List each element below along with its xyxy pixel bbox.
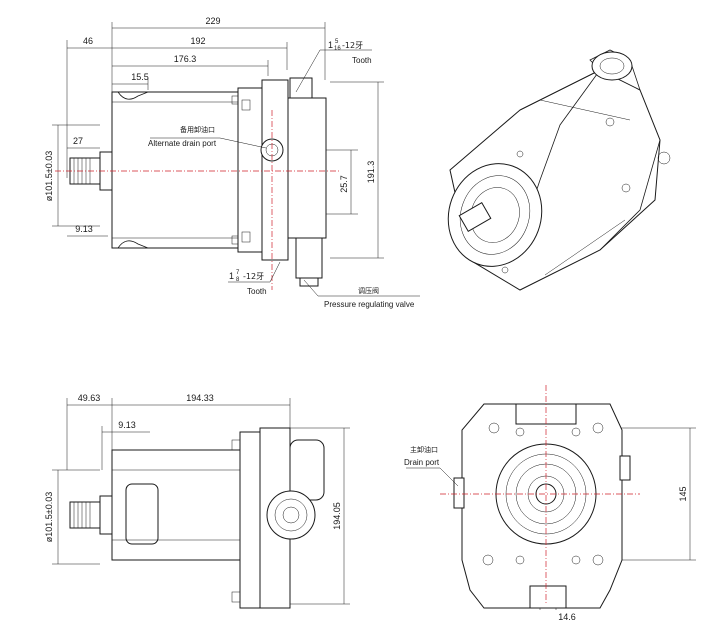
dim-shaft-diameter: ø101.5±0.03 (44, 151, 54, 201)
drain-label-en: Drain port (404, 458, 440, 467)
dim-port-offset: 25.7 (339, 175, 349, 193)
pressure-valve (295, 237, 323, 279)
dim-flange-offset: 15.5 (131, 72, 149, 82)
dim-shaft-length: 27 (73, 136, 83, 146)
valve-label-cn: 调压阀 (358, 286, 379, 295)
isometric-view (447, 49, 671, 291)
top-view: 229 192 176.3 15.5 46 27 9.13 ø101.5±0.0… (44, 16, 420, 309)
dim-shaft-step: 9.13 (75, 224, 93, 234)
side-port (266, 490, 316, 540)
drain-port-circle (260, 138, 284, 162)
iso-top-port (591, 51, 633, 81)
svg-text:1: 1 (229, 271, 234, 281)
iso-front-face (447, 163, 543, 267)
svg-text:16: 16 (334, 46, 341, 52)
port-bottom-tooth: Tooth (247, 287, 267, 296)
svg-text:-12牙: -12牙 (342, 41, 363, 50)
dim-overall-length: 229 (205, 16, 220, 26)
svg-text:5: 5 (335, 39, 339, 45)
svg-text:7: 7 (236, 270, 240, 276)
side-dim-body-length: 194.33 (186, 393, 214, 403)
motor-housing (111, 91, 239, 249)
svg-text:1: 1 (328, 40, 333, 50)
port-top-spec: 1 5 16 -12牙 Tooth (328, 39, 372, 65)
flange (237, 87, 263, 253)
side-dim-shaft-step: 9.13 (118, 420, 136, 430)
port-bottom-spec: 1 7 8 -12牙 Tooth (229, 270, 267, 296)
iso-shaft (458, 202, 492, 232)
end-view: 主卸油口 Drain port 145 14.6 (404, 385, 696, 622)
side-dim-height: 194.05 (332, 502, 342, 530)
end-dim-height: 145 (678, 486, 688, 501)
svg-text:8: 8 (236, 277, 240, 283)
alt-drain-label-cn: 备用卸油口 (180, 125, 215, 134)
side-view: 49.63 194.33 9.13 ø101.5±0.03 194.05 (44, 393, 350, 609)
valve-label-en: Pressure regulating valve (324, 300, 415, 309)
end-dim-bottom-offset: 14.6 (558, 612, 576, 622)
side-dim-left-offset: 49.63 (78, 393, 101, 403)
drain-label-cn: 主卸油口 (410, 445, 438, 454)
dim-height: 191.3 (366, 161, 376, 184)
side-dim-shaft-diameter: ø101.5±0.03 (44, 492, 54, 542)
port-top-tooth: Tooth (352, 56, 372, 65)
end-cap (287, 97, 327, 239)
dim-left-offset: 46 (83, 36, 93, 46)
dim-housing-length: 176.3 (174, 54, 197, 64)
svg-text:-12牙: -12牙 (243, 272, 264, 281)
alt-drain-label-en: Alternate drain port (148, 139, 217, 148)
dim-body-length: 192 (190, 36, 205, 46)
